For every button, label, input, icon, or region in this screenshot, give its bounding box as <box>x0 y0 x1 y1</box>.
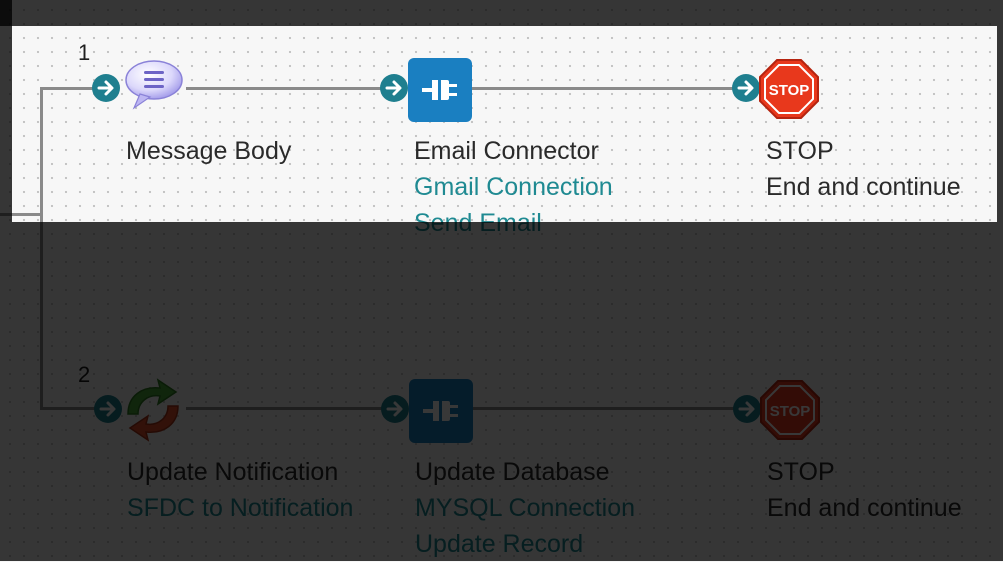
stop-shape[interactable]: STOP <box>759 379 821 441</box>
operation-link[interactable]: Update Record <box>415 530 584 558</box>
step-title: STOP <box>766 137 834 165</box>
highlight-overlay-left <box>0 0 12 222</box>
incoming-connector-line <box>0 213 42 216</box>
highlight-overlay-right <box>997 26 1003 222</box>
stop-shape[interactable]: STOP <box>758 58 820 120</box>
stop-sign-icon: STOP <box>759 59 819 119</box>
input-port-arrow-icon[interactable] <box>381 395 409 423</box>
message-shape[interactable] <box>120 56 184 120</box>
input-port-arrow-icon[interactable] <box>94 395 122 423</box>
map-arrows-icon <box>127 378 179 442</box>
step-title: Message Body <box>126 137 292 165</box>
step-subtitle: End and continue <box>767 494 962 522</box>
branch-1-start-line <box>40 87 98 90</box>
branch-1-line-b <box>472 87 734 90</box>
branch-trunk-line <box>40 87 43 410</box>
step-title: STOP <box>767 458 835 486</box>
input-port-arrow-icon[interactable] <box>380 74 408 102</box>
connection-link[interactable]: MYSQL Connection <box>415 494 636 522</box>
branch-2-start-line <box>40 407 98 410</box>
branch-1-line-a <box>186 87 382 90</box>
highlight-overlay-top <box>0 0 1003 26</box>
connector-plug-icon <box>409 379 473 443</box>
map-shape[interactable] <box>120 378 184 442</box>
connector-plug-icon <box>408 58 472 122</box>
input-port-arrow-icon[interactable] <box>732 74 760 102</box>
branch-2-line-b <box>472 407 734 410</box>
input-port-arrow-icon[interactable] <box>733 395 761 423</box>
stop-sign-icon: STOP <box>760 380 820 440</box>
input-port-arrow-icon[interactable] <box>92 74 120 102</box>
branch-number-2: 2 <box>78 362 91 387</box>
stop-text: STOP <box>770 403 811 420</box>
step-subtitle: End and continue <box>766 173 961 201</box>
operation-link[interactable]: Send Email <box>414 209 542 237</box>
step-title: Email Connector <box>414 137 599 165</box>
message-icon <box>125 60 183 110</box>
connector-shape[interactable] <box>408 58 472 122</box>
map-link[interactable]: SFDC to Notification <box>127 494 354 522</box>
step-title: Update Database <box>415 458 610 486</box>
stop-text: STOP <box>769 82 810 99</box>
connector-shape[interactable] <box>409 379 473 443</box>
branch-2-line-a <box>186 407 382 410</box>
connection-link[interactable]: Gmail Connection <box>414 173 613 201</box>
branch-number-1: 1 <box>78 40 91 65</box>
step-title: Update Notification <box>127 458 339 486</box>
